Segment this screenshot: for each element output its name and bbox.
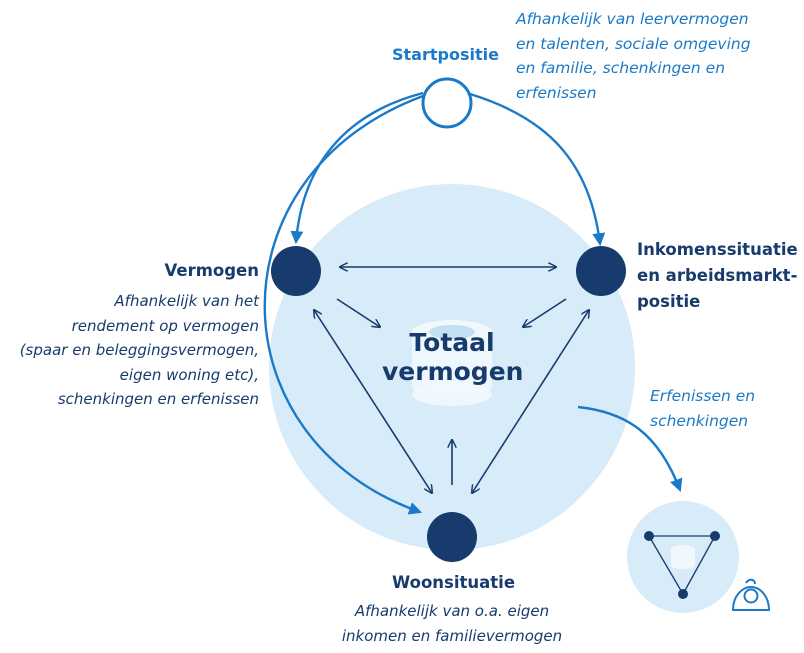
vermogen-note-line: schenkingen en erfenissen [57, 390, 259, 408]
vermogen-note-line: Afhankelijk van het [114, 292, 259, 310]
start-note-line: erfenissen [516, 83, 597, 102]
arrow-vermogen-woon [314, 310, 432, 493]
inkomen-title-line: positie [637, 292, 701, 311]
inner-arrows [314, 267, 589, 493]
arrow-inkomen-center [523, 298, 567, 327]
vermogen-note-line: (spaar en beleggingsvermogen, [19, 341, 259, 359]
next-generation-diagram [627, 501, 739, 613]
total-wealth-line: vermogen [382, 357, 524, 386]
woon-node [427, 512, 477, 562]
inkomen-title-line: Inkomenssituatie [637, 240, 798, 259]
start-note-line: en talenten, sociale omgeving [516, 34, 751, 53]
arrow-start-inkomen [469, 92, 606, 247]
arrow-vermogen-center [336, 298, 380, 327]
vermogen-note: Afhankelijk van het rendement op vermoge… [20, 289, 259, 412]
start-note-line: en familie, schenkingen en [516, 59, 726, 77]
inkomen-title: Inkomenssituatie en arbeidsmarkt- positi… [637, 237, 798, 315]
woon-note-line: Afhankelijk van o.a. eigen [354, 602, 550, 620]
inheritance-line: schenkingen [650, 411, 749, 430]
woon-note: Afhankelijk van o.a. eigen inkomen en fa… [322, 599, 582, 648]
woon-note-line: inkomen en familievermogen [341, 626, 563, 645]
arrow-start-vermogen [290, 91, 424, 245]
start-title: Startpositie [392, 45, 499, 64]
inkomen-title-line: en arbeidsmarkt- [637, 266, 798, 285]
arrow-inheritance [577, 405, 683, 493]
arrow-inkomen-woon [472, 310, 589, 493]
arrow-start-woon [263, 94, 424, 515]
total-wealth-label: Totaal vermogen [382, 328, 524, 386]
start-arrows [263, 91, 683, 515]
start-note-line: Afhankelijk van leervermogen [516, 10, 749, 28]
inheritance-label: Erfenissen en schenkingen [650, 384, 755, 433]
woon-title: Woonsituatie [392, 573, 516, 592]
vermogen-note-line: rendement op vermogen [71, 316, 259, 335]
vermogen-title: Vermogen [164, 261, 259, 280]
inheritance-line: Erfenissen en [650, 387, 756, 405]
start-note: Afhankelijk van leervermogen en talenten… [516, 7, 751, 105]
inkomen-node [576, 246, 626, 296]
vermogen-node [271, 246, 321, 296]
baby-icon [731, 578, 771, 611]
start-node [421, 77, 473, 129]
total-wealth-line: Totaal [409, 328, 495, 357]
vermogen-note-line: eigen woning etc), [119, 365, 259, 384]
